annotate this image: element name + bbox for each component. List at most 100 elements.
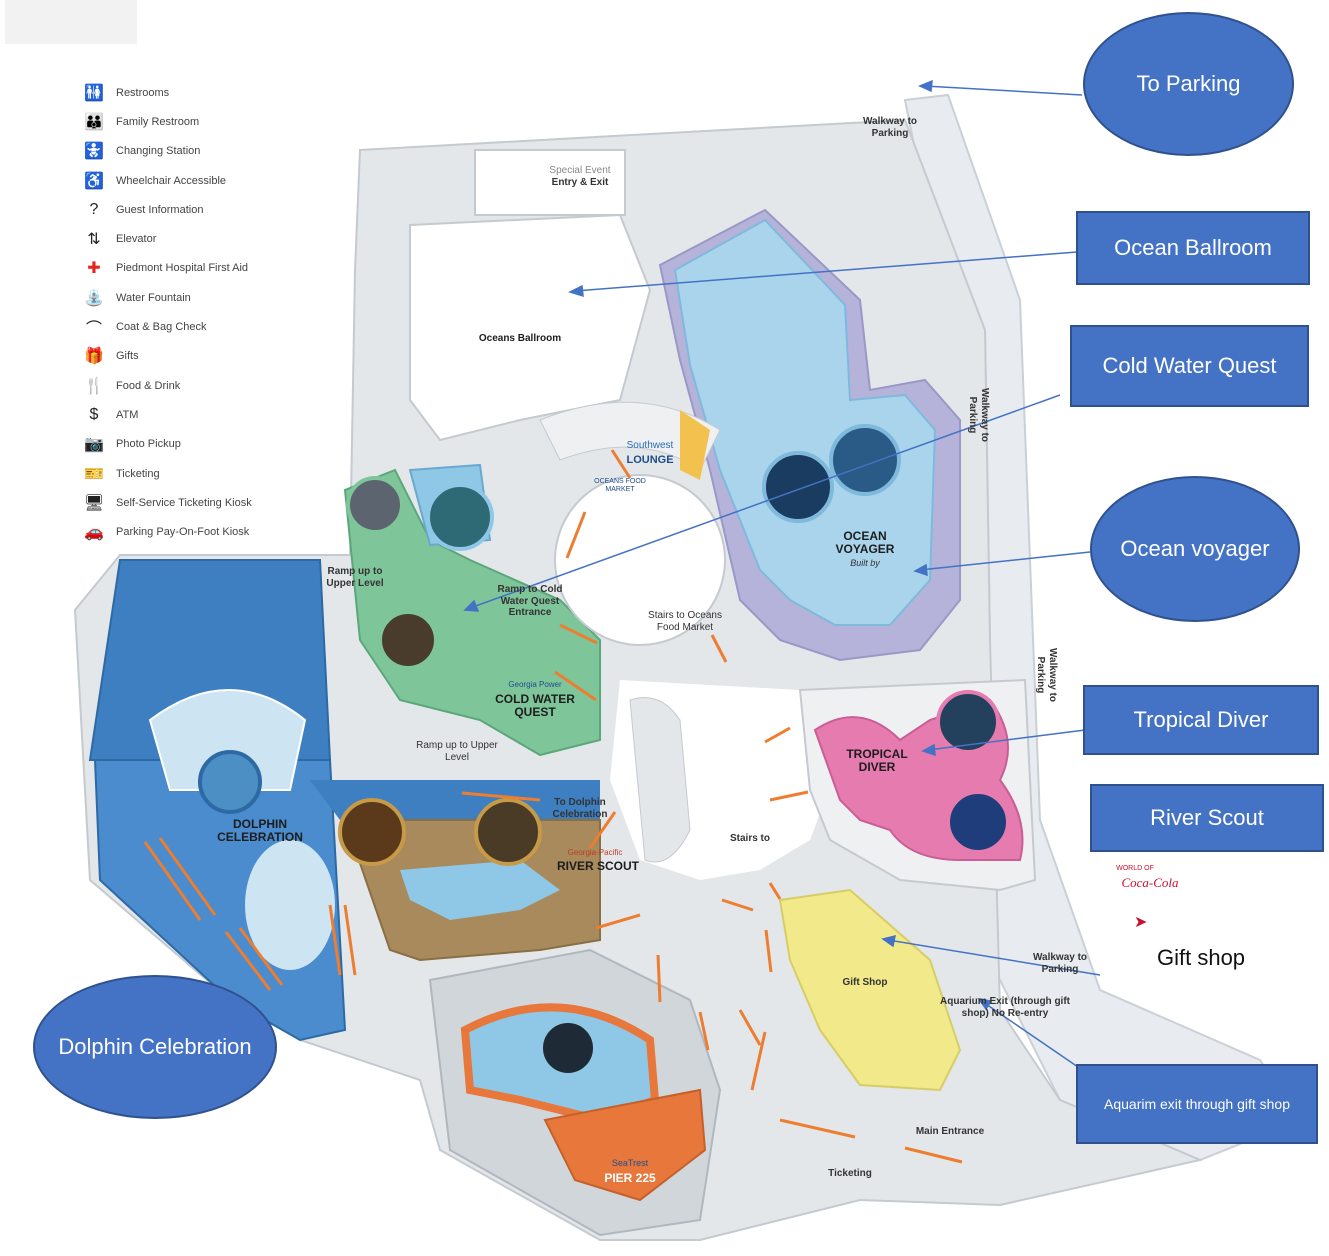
- legend-label: Self-Service Ticketing Kiosk: [116, 496, 252, 509]
- direction-arrow: [768, 882, 782, 900]
- callout-dolphin-celebration: Dolphin Celebration: [33, 975, 277, 1119]
- dolphin-pool: [93, 759, 347, 1042]
- ramp-cold-water-label: Ramp to Cold Water Quest Entrance: [497, 584, 563, 618]
- direction-arrow: [588, 811, 617, 849]
- direction-arrow: [764, 929, 773, 973]
- direction-arrow: [721, 898, 754, 912]
- legend-label: Coat & Bag Check: [116, 321, 207, 334]
- coca-cola-label: Coca-Cola: [1121, 875, 1179, 890]
- callout-tropical-diver: Tropical Diver: [1083, 685, 1319, 755]
- changing-station-icon: 🚼: [84, 143, 104, 161]
- pointer-to-parking: [924, 85, 1083, 96]
- pointer-gift-shop: [887, 939, 1101, 976]
- direction-arrow: [610, 449, 632, 479]
- exhibit-photo-pier: [539, 1019, 597, 1077]
- built-by-label: Built by: [850, 558, 880, 568]
- legend-row: 👪Family Restroom: [80, 107, 340, 136]
- special-event-label: Special Event Entry & Exit: [549, 165, 611, 188]
- legend-row: ⛲Water Fountain: [80, 283, 340, 312]
- ticketing-icon: 🎫: [84, 465, 104, 483]
- coat-check-icon: ⌒: [85, 321, 102, 339]
- legend-row: ✚ Piedmont Hospital First Aid: [80, 254, 340, 283]
- direction-arrow: [554, 670, 597, 702]
- walkway-parking-top-label: Walkway to Parking: [862, 116, 918, 139]
- aquarium-exit-map-label: Aquarium Exit (through gift shop) No Re-…: [940, 996, 1070, 1019]
- callout-cold-water-quest: Cold Water Quest: [1070, 325, 1309, 407]
- exhibit-photo-penguin: [346, 476, 404, 534]
- ocean-voyager-tank: [673, 218, 937, 626]
- seatrest-brand-label: SeaTrest: [611, 1158, 649, 1168]
- river-scout-water: [400, 860, 560, 920]
- legend-row: 🎫 Ticketing: [80, 459, 340, 488]
- direction-arrow: [343, 904, 357, 976]
- gift-shop-map-label: Gift Shop: [842, 977, 888, 988]
- exhibit-photo-river-1: [338, 798, 406, 866]
- to-dolphin-label: To Dolphin Celebration: [552, 797, 608, 820]
- callout-to-parking: To Parking: [1083, 12, 1294, 156]
- legend-row: 🎁Gifts: [80, 342, 340, 371]
- restrooms-icon: 🚻: [84, 84, 104, 102]
- direction-arrow: [764, 726, 791, 744]
- legend-row: 🚻Restrooms: [80, 78, 340, 107]
- direction-arrow: [461, 791, 541, 802]
- exhibit-photo-voyager-1: [762, 451, 834, 523]
- legend-label: Parking Pay-On-Foot Kiosk: [116, 526, 250, 539]
- map-legend: 🚻Restrooms👪Family Restroom🚼Changing Stat…: [80, 78, 340, 547]
- stairs-to-label: Stairs to: [729, 833, 770, 844]
- atrium-pillar: [629, 697, 691, 863]
- exhibit-photo-beluga: [426, 483, 494, 551]
- food-drink-icon: 🍴: [84, 377, 104, 395]
- legend-label: Wheelchair Accessible: [116, 174, 227, 187]
- legend-row: ♿ Wheelchair Accessible: [80, 166, 340, 195]
- direction-arrows: [143, 449, 963, 1164]
- southwest-lounge-label: LOUNGE: [626, 454, 674, 466]
- oceans-ballroom-label: Oceans Ballroom: [478, 333, 562, 344]
- exhibit-photo-dolphin: [198, 750, 262, 814]
- callout-ocean-voyager: Ocean voyager: [1090, 476, 1300, 622]
- food-market-circle: [554, 474, 726, 646]
- exhibit-photo-river-2: [474, 798, 542, 866]
- legend-row: 🖥Self-Service Ticketing Kiosk: [80, 488, 340, 517]
- legend-row: ⌒ Coat & Bag Check: [80, 312, 340, 341]
- lounge-arc: [539, 401, 721, 471]
- direction-arrow: [779, 1118, 856, 1139]
- direction-arrow: [224, 931, 272, 991]
- main-entrance-label: Main Entrance: [915, 1126, 985, 1137]
- direction-arrow: [238, 927, 284, 986]
- georgia-pacific-brand-label: Georgia-Pacific: [567, 848, 623, 857]
- cold-water-quest-area: [343, 468, 601, 757]
- ticketing-map-label: Ticketing: [828, 1168, 872, 1179]
- legend-row: ⇅Elevator: [80, 224, 340, 253]
- guest-information-icon: ?: [89, 200, 99, 218]
- special-event-room: [474, 149, 626, 216]
- direction-arrow: [738, 1009, 762, 1046]
- callout-ocean-ballroom: Ocean Ballroom: [1076, 211, 1310, 285]
- cold-water-quest-label: COLD WATER QUEST: [495, 692, 575, 719]
- pointer-cold-water: [469, 394, 1061, 609]
- pointer-ocean-voyager: [919, 551, 1091, 571]
- wheelchair-icon: ♿: [84, 172, 104, 190]
- legend-row: 🍴Food & Drink: [80, 371, 340, 400]
- oceans-food-market-label: OCEANS FOOD MARKET: [594, 478, 646, 494]
- first-aid-icon: ✚: [87, 260, 101, 278]
- stairs-food-market-label: Stairs to Oceans Food Market: [648, 610, 722, 633]
- legend-label: Piedmont Hospital First Aid: [116, 262, 249, 275]
- direction-arrow: [656, 954, 662, 1003]
- gifts-icon: 🎁: [84, 348, 104, 366]
- direction-arrow: [595, 913, 641, 930]
- callout-pointers: [463, 79, 1101, 1068]
- callout-aquarium-exit: Aquarim exit through gift shop: [1076, 1064, 1318, 1144]
- direction-arrow: [750, 1031, 767, 1091]
- ramp-upper-label-2: Ramp up to Upper Level: [416, 740, 498, 763]
- legend-row: ?Guest Information: [80, 195, 340, 224]
- legend-label: Photo Pickup: [116, 438, 181, 451]
- direction-arrow: [904, 1146, 963, 1164]
- pier-225-label: PIER 225: [604, 1171, 656, 1185]
- legend-row: $ATM: [80, 400, 340, 429]
- legend-row: 📷Photo Pickup: [80, 430, 340, 459]
- legend-label: Ticketing: [116, 467, 160, 480]
- river-scout-label: RIVER SCOUT: [556, 859, 639, 873]
- walkway-parking-right-label-2: Walkway to Parking: [1035, 647, 1059, 703]
- georgia-power-brand-label: Georgia Power: [508, 680, 562, 689]
